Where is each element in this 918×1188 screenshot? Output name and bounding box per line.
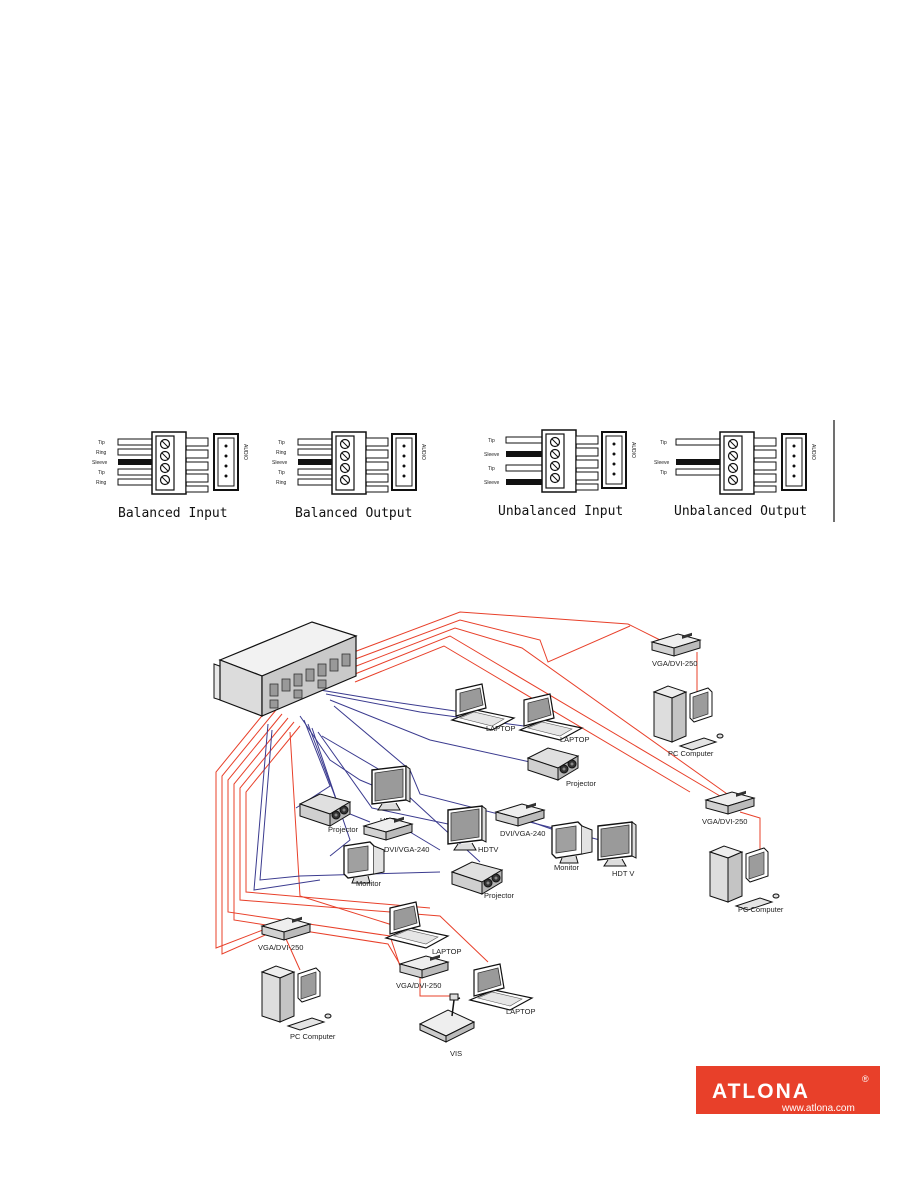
terminal-block bbox=[331, 431, 389, 495]
device-label: VGA/DVI-250 bbox=[702, 817, 747, 826]
wire-label: Ring bbox=[96, 480, 107, 486]
device-label: Monitor bbox=[554, 863, 580, 872]
wiring-panel-unbalanced-input: Tip Sleeve Tip Sleeve AUDIO Unbalanced I… bbox=[484, 429, 636, 519]
device-label: VGA/DVI-250 bbox=[652, 659, 697, 668]
device-label: VGA/DVI-250 bbox=[258, 943, 303, 952]
terminal-block bbox=[541, 429, 599, 493]
pc-computer bbox=[261, 965, 332, 1031]
wire-label: Ring bbox=[276, 450, 287, 456]
panel-caption: Unbalanced Input bbox=[498, 504, 623, 519]
device-label: PC Computer bbox=[290, 1032, 336, 1041]
device-label: Monitor bbox=[356, 879, 382, 888]
wire-label: Ring bbox=[96, 450, 107, 456]
projector bbox=[527, 747, 579, 781]
wire-label: Tip bbox=[98, 440, 105, 446]
wire-label: Tip bbox=[98, 470, 105, 476]
laptop bbox=[469, 963, 533, 1011]
device-label: Projector bbox=[484, 891, 515, 900]
block-label: AUDIO bbox=[420, 444, 426, 460]
dvi-vga-240-box bbox=[495, 802, 545, 827]
device-label: Projector bbox=[566, 779, 597, 788]
hdtv bbox=[371, 765, 411, 811]
wiring-panel-unbalanced-output: Tip Sleeve Tip AUDIO Unbalanced Output bbox=[654, 431, 816, 519]
wire-label: Sleeve bbox=[92, 460, 108, 466]
block-label: AUDIO bbox=[810, 444, 816, 460]
vis-document-camera bbox=[418, 993, 476, 1043]
device-label: DVI/VGA-240 bbox=[500, 829, 545, 838]
device-label: PC Computer bbox=[738, 905, 784, 914]
panel-caption: Balanced Input bbox=[118, 506, 228, 521]
wire-label: Sleeve bbox=[272, 460, 288, 466]
device-label: HDTV bbox=[478, 845, 498, 854]
pc-computer bbox=[709, 845, 780, 911]
wire-label: Ring bbox=[276, 480, 287, 486]
device-label: DVI/VGA-240 bbox=[384, 845, 429, 854]
wire-bundle bbox=[117, 438, 153, 486]
device-label: HDT V bbox=[612, 869, 634, 878]
logo-url: www.atlona.com bbox=[781, 1103, 855, 1114]
device-label: Projector bbox=[328, 825, 359, 834]
vga-dvi-250-box bbox=[399, 954, 449, 979]
audio-socket bbox=[213, 433, 239, 491]
device-label: LAPTOP bbox=[560, 735, 589, 744]
wire-label: Tip bbox=[488, 466, 495, 472]
wire-label: Tip bbox=[278, 440, 285, 446]
vga-dvi-250-box bbox=[651, 632, 701, 657]
terminal-block bbox=[719, 431, 777, 495]
atlona-logo: ATLONA ® www.atlona.com bbox=[696, 1066, 880, 1114]
system-diagram: VGA/DVI-250 PC Computer LAPTOP LAPTOP Pr… bbox=[213, 611, 784, 1058]
logo-brand: ATLONA bbox=[712, 1080, 810, 1103]
wire-label: Sleeve bbox=[654, 460, 670, 466]
device-label: LAPTOP bbox=[506, 1007, 535, 1016]
projector bbox=[451, 861, 503, 895]
device-label: LAPTOP bbox=[432, 947, 461, 956]
wire-label: Sleeve bbox=[484, 480, 500, 486]
wire-label: Tip bbox=[488, 438, 495, 444]
monitor bbox=[343, 841, 385, 884]
device-label: VGA/DVI-250 bbox=[396, 981, 441, 990]
vga-dvi-250-box bbox=[261, 916, 311, 941]
terminal-block bbox=[151, 431, 209, 495]
logo-background bbox=[696, 1066, 880, 1114]
device-label: VIS bbox=[450, 1049, 462, 1058]
wire-label: Tip bbox=[660, 440, 667, 446]
wire-label: Tip bbox=[278, 470, 285, 476]
pc-computer bbox=[653, 685, 724, 751]
dvi-vga-240-box bbox=[363, 816, 413, 841]
laptop bbox=[519, 693, 583, 741]
hdtv bbox=[597, 821, 637, 867]
vga-dvi-250-box bbox=[705, 790, 755, 815]
matrix-switch bbox=[213, 621, 358, 717]
audio-socket bbox=[781, 433, 807, 491]
device-label: PC Computer bbox=[668, 749, 714, 758]
audio-socket bbox=[601, 431, 627, 489]
laptop bbox=[385, 901, 449, 949]
audio-socket bbox=[391, 433, 417, 491]
monitor bbox=[551, 821, 593, 864]
block-label: AUDIO bbox=[630, 442, 636, 458]
logo-registered: ® bbox=[862, 1074, 869, 1084]
block-label: AUDIO bbox=[242, 444, 248, 460]
panel-caption: Unbalanced Output bbox=[674, 504, 807, 519]
projector bbox=[299, 793, 351, 827]
device-label: LAPTOP bbox=[486, 724, 515, 733]
wire-label: Sleeve bbox=[484, 452, 500, 458]
hdtv bbox=[447, 805, 487, 851]
wiring-panel-balanced-output: Tip Ring Sleeve Tip Ring AUDIO Balanced … bbox=[272, 431, 426, 521]
wire-label: Tip bbox=[660, 470, 667, 476]
panel-caption: Balanced Output bbox=[295, 506, 412, 521]
wiring-panel-balanced-input: Tip Ring Sleeve Tip Ring AUDIO Balanced … bbox=[89, 431, 248, 521]
